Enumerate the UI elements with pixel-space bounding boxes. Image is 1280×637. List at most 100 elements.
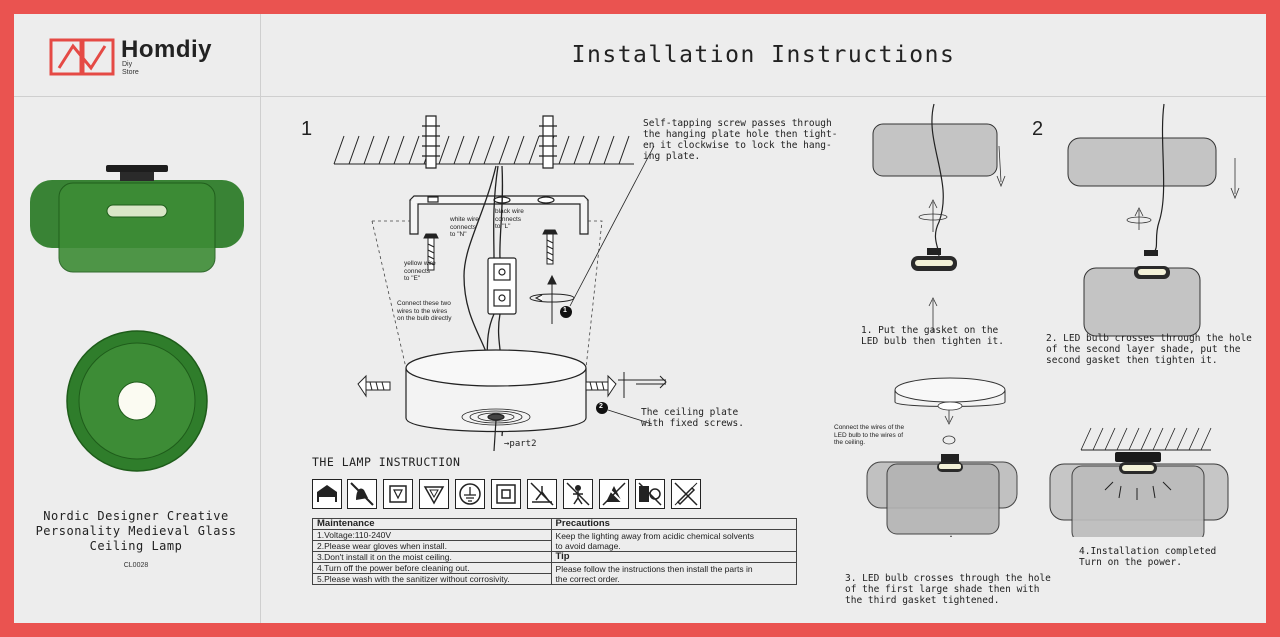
yellow-wire-line-2: connects xyxy=(404,267,431,275)
sub1-line-2: LED bulb then tighten it. xyxy=(861,336,1004,347)
brand-tagline-1: Diy xyxy=(122,61,133,68)
white-wire-line-2: connects xyxy=(450,223,477,231)
product-panel xyxy=(14,97,261,623)
screw-note-line-1: Self-tapping screw passes through xyxy=(643,118,832,129)
connect-wires-line-1: Connect these two xyxy=(397,300,451,307)
black-wire-line-1: black wire xyxy=(495,208,524,215)
mounting-screws xyxy=(423,229,558,271)
no-insect-icon xyxy=(527,479,557,509)
sub-step-3-text: 3. LED bulb crosses through the hole of … xyxy=(845,573,1051,606)
indoor-use-icon xyxy=(312,479,342,509)
maintenance-item-2: 2.Please wear gloves when install. xyxy=(312,540,552,552)
no-tear-icon xyxy=(599,479,629,509)
side-screws xyxy=(357,372,667,398)
maintenance-item-1: 1.Voltage:110-240V xyxy=(312,529,552,541)
product-code: CL0028 xyxy=(123,562,149,569)
sub3-line-3: the third gasket tightened. xyxy=(845,595,1000,606)
maintenance-header: Maintenance xyxy=(312,518,552,530)
no-wet-hand-icon xyxy=(347,479,377,509)
sub-step-1-diagram xyxy=(872,103,1006,332)
yellow-wire-label: yellow wire connects to "E" xyxy=(404,260,436,283)
white-wire-line-1: white wire xyxy=(450,216,479,223)
step-1-diagram xyxy=(333,115,667,451)
tip-line-2: the correct order. xyxy=(555,573,620,584)
inner-shade-side xyxy=(58,182,216,273)
title-area: Installation Instructions xyxy=(261,14,1266,97)
led-bulb-bottom xyxy=(117,381,157,421)
connect-wires-label: Connect these two wires to the wires on … xyxy=(397,300,452,323)
class-2b-icon xyxy=(419,479,449,509)
sub3-note-line-2: LED bulb to the wires of xyxy=(834,431,904,439)
sub3-line-1: 3. LED bulb crosses through the hole xyxy=(845,573,1051,584)
class-2-icon xyxy=(383,479,413,509)
ceiling-plate xyxy=(405,349,587,433)
sub2-line-3: second gasket then tighten it. xyxy=(1046,355,1218,366)
sub1-line-1: 1. Put the gasket on the xyxy=(861,325,999,336)
step-1-screw-note: Self-tapping screw passes through the ha… xyxy=(643,118,837,162)
step-1-number: 1 xyxy=(301,118,313,140)
product-name: Nordic Designer Creative Personality Med… xyxy=(35,509,237,553)
sub3-line-2: of the first large shade then with xyxy=(845,584,1040,595)
sub2-line-1: 2. LED bulb crosses through the hole xyxy=(1046,333,1252,344)
precautions-text: Keep the lighting away from acidic chemi… xyxy=(550,529,798,552)
wall-anchors xyxy=(422,115,557,169)
terminal-block xyxy=(487,257,517,315)
lamp-base xyxy=(120,172,154,181)
guide-lines xyxy=(371,220,603,369)
page-title: Installation Instructions xyxy=(571,42,956,68)
sub-step-2-diagram xyxy=(1067,103,1240,337)
sub-step-4-text: 4.Installation completed Turn on the pow… xyxy=(1079,546,1216,568)
sub-step-4-diagram xyxy=(1049,427,1229,537)
sub2-line-2: of the second layer shade, put the xyxy=(1046,344,1241,355)
ground-icon xyxy=(455,479,485,509)
assembly-screw xyxy=(529,274,575,324)
screw-note-line-2: the hanging plate hole then tight- xyxy=(643,129,838,140)
sub-step-2-text: 2. LED bulb crosses through the hole of … xyxy=(1046,333,1252,366)
marker-1-icon xyxy=(560,306,572,318)
part2-label: →part2 xyxy=(504,439,537,449)
sub3-note-line-1: Connect the wires of the xyxy=(834,424,905,431)
screw-note-line-3: en it clockwise to lock the hang- xyxy=(643,140,832,151)
maintenance-item-4: 4.Turn off the power before cleaning out… xyxy=(312,562,552,574)
step-2-number: 2 xyxy=(1032,118,1044,140)
sub4-line-1: 4.Installation completed xyxy=(1079,546,1217,557)
screw-note-line-4: ing plate. xyxy=(643,151,701,162)
sub3-note-line-3: the ceiling. xyxy=(834,439,866,446)
no-water-spray-icon xyxy=(635,479,665,509)
no-sharp-tool-icon xyxy=(671,479,701,509)
black-wire-label: black wire connects to "L" xyxy=(495,208,524,231)
marker-1-label: 1 xyxy=(563,307,567,314)
sub-step-1-text: 1. Put the gasket on the LED bulb then t… xyxy=(861,325,1004,347)
black-wire-line-3: to "L" xyxy=(495,223,511,230)
hanging-plate xyxy=(409,195,589,235)
marker-2-icon xyxy=(596,402,608,414)
white-wire-line-3: to "N" xyxy=(450,231,467,238)
spec-table: Maintenance Precautions 1.Voltage:110-24… xyxy=(312,518,798,585)
tip-text: Please follow the instructions then inst… xyxy=(550,562,798,585)
yellow-wire-line-1: yellow wire xyxy=(404,260,436,267)
product-illustration xyxy=(30,165,244,472)
ceiling-plate-side xyxy=(106,165,168,172)
plate-note-line-2: with fixed screws. xyxy=(641,418,744,429)
brand-tagline-2: Store xyxy=(122,69,139,76)
homdiy-logo-icon xyxy=(49,38,115,76)
brand-tagline: Diy Store xyxy=(122,61,139,77)
precautions-line-2: to avoid damage. xyxy=(555,540,621,551)
power-cord xyxy=(493,419,497,451)
ceiling-hatch xyxy=(333,135,634,165)
marker-2-label: 2 xyxy=(599,403,603,410)
precautions-header: Precautions xyxy=(550,518,798,530)
no-hanging-icon xyxy=(563,479,593,509)
tip-line-1: Please follow the instructions then inst… xyxy=(555,563,753,574)
lamp-instruction-heading: THE LAMP INSTRUCTION xyxy=(312,455,461,469)
step-2-diagram xyxy=(866,103,1240,537)
connect-wires-line-2: wires to the wires xyxy=(397,307,448,315)
precautions-line-1: Keep the lighting away from acidic chemi… xyxy=(555,530,754,541)
black-wire-line-2: connects xyxy=(495,215,522,223)
yellow-wire-line-3: to "E" xyxy=(404,275,421,282)
plate-note-line-1: The ceiling plate xyxy=(641,407,739,418)
sub-step-3-note: Connect the wires of the LED bulb to the… xyxy=(834,424,904,447)
instruction-sheet: Homdiy Diy Store Installation Instructio… xyxy=(14,14,1266,623)
sub4-line-2: Turn on the power. xyxy=(1079,557,1182,568)
white-wire-label: white wire connects to "N" xyxy=(450,216,479,239)
